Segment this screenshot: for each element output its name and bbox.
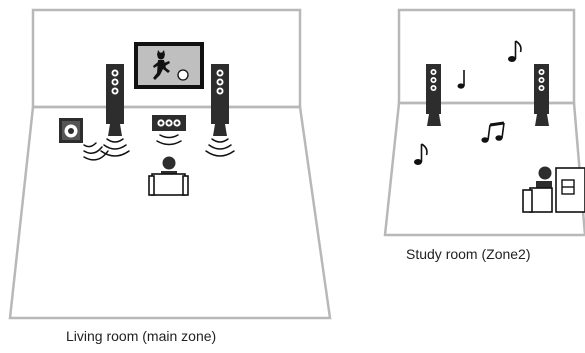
speaker-front-left-icon [106,64,124,136]
living-room [8,8,332,320]
bookshelf-icon [555,167,585,213]
living-room-caption: Living room (main zone) [66,328,217,344]
tv-icon [134,42,204,89]
speaker-front-right-icon [211,64,229,136]
sound-wave-icon [83,134,235,161]
speaker-left-icon [426,64,441,126]
study-room [383,8,585,237]
listener-icon [148,156,189,196]
music-note-icon [414,40,522,165]
listener-icon [522,166,553,213]
study-room-walls [383,8,585,237]
center-speaker-icon [152,115,186,131]
subwoofer-icon [59,118,83,143]
study-room-caption: Study room (Zone2) [406,246,531,262]
speaker-right-icon [534,64,549,126]
